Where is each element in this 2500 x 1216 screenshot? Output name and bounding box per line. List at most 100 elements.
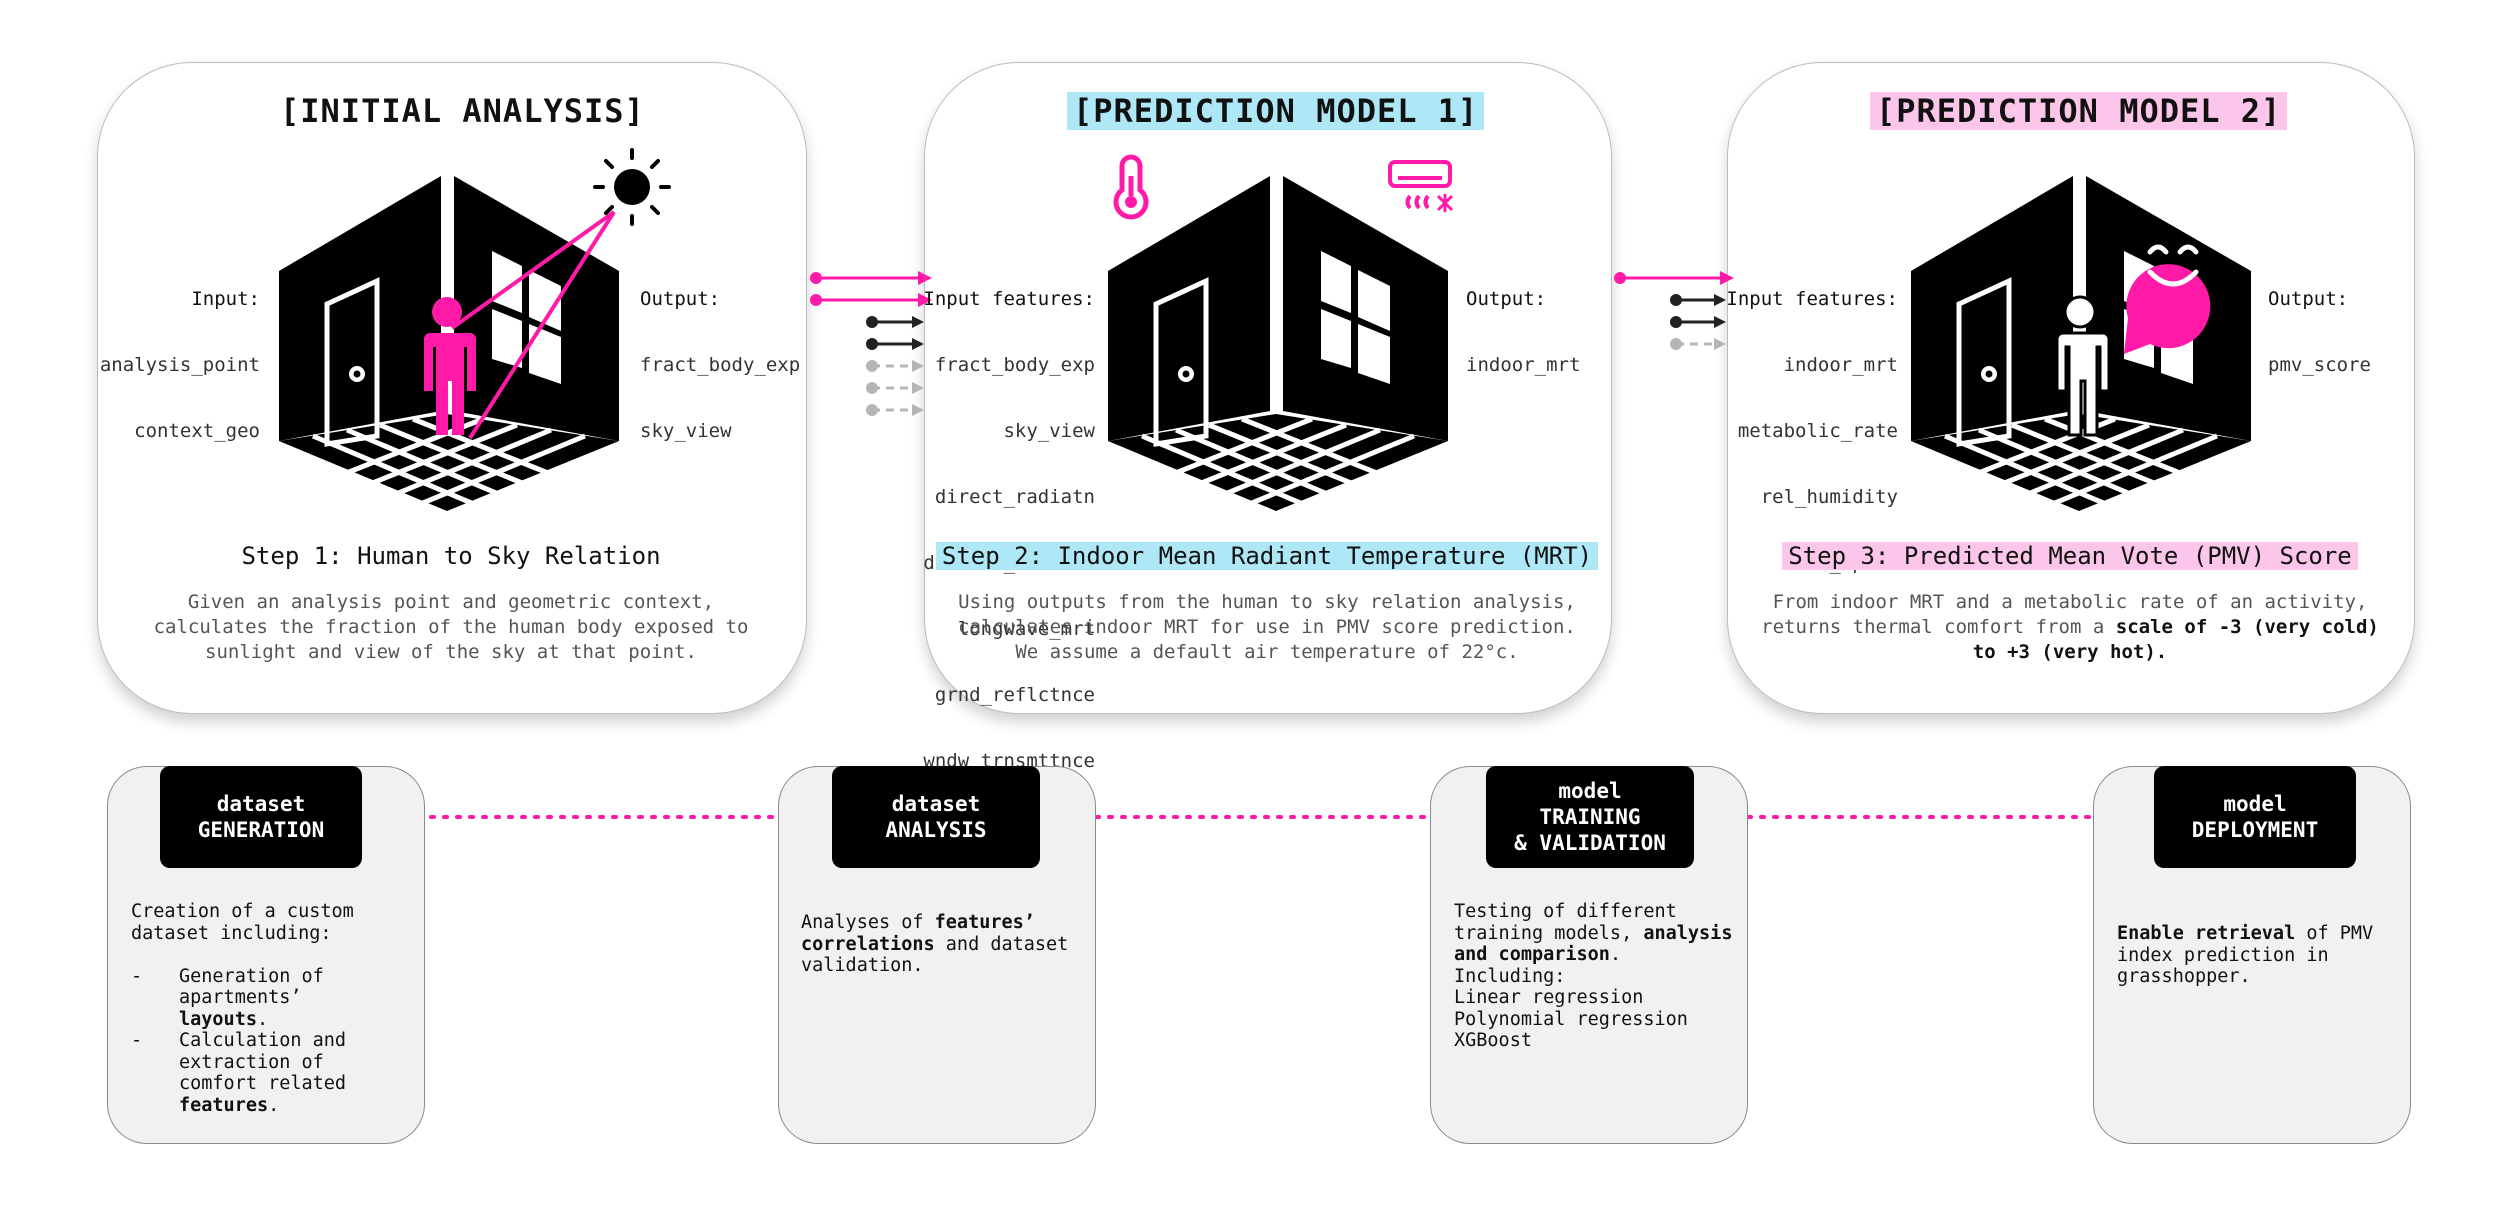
- step-description: Using outputs from the human to sky rela…: [958, 591, 1576, 663]
- output-list: Output: fract_body_exp sky_view: [640, 244, 800, 464]
- badge-line: model: [1558, 779, 1622, 803]
- pipeline-badge-training: model TRAINING & VALIDATION: [1486, 766, 1694, 868]
- arrow-wndw-trnsmttnce: [866, 404, 924, 416]
- arrow-indoor-mrt: [1614, 271, 1734, 285]
- input-item: context_geo: [134, 420, 260, 442]
- arrow-fract-body-exp: [810, 271, 932, 285]
- model-item: Linear regression: [1454, 987, 1644, 1008]
- card-title-prediction-model-2: [PREDICTION MODEL 2]: [1870, 92, 2288, 130]
- step-description: Given an analysis point and geometric co…: [153, 591, 749, 663]
- title-highlight: [PREDICTION MODEL 1]: [1067, 92, 1485, 130]
- bullet-text: Generation of apartments’: [179, 965, 324, 1009]
- pipeline-text: Analyses of: [801, 912, 935, 933]
- card-title-prediction-model-1: [PREDICTION MODEL 1]: [1067, 92, 1485, 130]
- pipeline-text-analysis: Analyses of features’ correlations and d…: [801, 912, 1076, 977]
- smiley-speech-bubble-icon: [2124, 244, 2211, 354]
- input-item: longwave_mrt: [957, 618, 1095, 640]
- bullet-item: - Generation of apartments’ layouts.: [131, 966, 401, 1031]
- model-item: Polynomial regression: [1454, 1008, 1688, 1030]
- pipeline-bold: Enable retrieval: [2117, 923, 2296, 944]
- step-highlight: Step 3: Predicted Mean Vote (PMV) Score: [1782, 542, 2358, 570]
- pipeline-bold: features’ correlations: [801, 912, 1035, 955]
- arrow-diffuse-radiatn: [866, 338, 924, 350]
- badge-line: & VALIDATION: [1514, 831, 1666, 855]
- pipeline-text: Testing of different training models,: [1454, 901, 1677, 944]
- output-item: indoor_mrt: [1466, 354, 1581, 376]
- input-item: analysis_point: [99, 354, 260, 376]
- input-item: direct_radiatn: [934, 486, 1095, 508]
- input-label: Input features:: [923, 288, 1095, 310]
- step-title: Step 3: Predicted Mean Vote (PMV) Score: [1737, 542, 2403, 570]
- input-item: rel_humidity: [1760, 486, 1898, 508]
- room-icon: [1108, 176, 1448, 511]
- badge-line: DEPLOYMENT: [2191, 818, 2319, 842]
- bullet-dash: -: [131, 965, 143, 987]
- output-item: pmv_score: [2268, 354, 2371, 376]
- person-icon: [424, 297, 476, 435]
- badge-line: GENERATION: [197, 818, 325, 842]
- title-highlight: [PREDICTION MODEL 2]: [1870, 92, 2288, 130]
- badge-line: dataset: [891, 792, 981, 816]
- pipeline-connector: [364, 808, 834, 826]
- output-list: Output: pmv_score: [2268, 244, 2371, 398]
- pipeline-text-training: Testing of different training models, an…: [1454, 901, 1734, 1052]
- model-item: XGBoost: [1454, 1030, 1532, 1051]
- pipeline-intro: Creation of a custom dataset including:: [131, 901, 354, 944]
- input-list: Input features: fract_body_exp sky_view …: [880, 244, 1095, 794]
- bullet-item: - Calculation and extraction of comfort …: [131, 1030, 401, 1116]
- person-icon: [2055, 295, 2111, 437]
- input-item: sky_view: [1003, 420, 1095, 442]
- pipeline-badge-deployment: model DEPLOYMENT: [2154, 766, 2356, 868]
- pipeline-text: of PMV index prediction in grasshopper.: [2117, 923, 2374, 987]
- input-item: metabolic_rate: [1737, 420, 1898, 442]
- badge-line: dataset: [216, 792, 306, 816]
- input-item: fract_body_exp: [934, 354, 1095, 376]
- arrow-air-speed: [1670, 338, 1726, 350]
- badge-line: ANALYSIS: [885, 818, 987, 842]
- input-list: Input: analysis_point context_geo: [60, 244, 260, 464]
- arrow-grnd-reflctnce: [866, 382, 924, 394]
- badge-line: TRAINING: [1539, 805, 1641, 829]
- input-item: indoor_mrt: [1783, 354, 1898, 376]
- description-text: From indoor MRT and a metabolic rate of …: [1761, 591, 2368, 638]
- arrow-rel-humidity: [1670, 316, 1726, 328]
- arrow-direct-radiatn: [866, 316, 924, 328]
- sun-ray-line: [468, 210, 616, 440]
- arrow-longwave-mrt: [866, 360, 924, 372]
- step-title: Step 2: Indoor Mean Radiant Temperature …: [934, 542, 1600, 570]
- pipeline-text: .: [1609, 944, 1622, 965]
- pipeline-bold: analysis and comparison: [1454, 922, 1733, 966]
- output-label: Output:: [640, 288, 721, 310]
- output-list: Output: indoor_mrt: [1466, 244, 1580, 398]
- bullet-bold: layouts: [179, 1008, 257, 1030]
- arrow-sky-view: [810, 293, 932, 307]
- pipeline-text-deployment: Enable retrieval of PMV index prediction…: [2117, 923, 2385, 988]
- step-highlight: Step 2: Indoor Mean Radiant Temperature …: [935, 542, 1599, 570]
- pipeline-connector: [1042, 808, 1486, 826]
- including-label: Including:: [1454, 965, 1566, 987]
- air-conditioner-icon: [1388, 160, 1454, 212]
- pipeline-connector: [1694, 808, 2152, 826]
- bullet-end: .: [268, 1094, 280, 1116]
- step-title: Step 1: Human to Sky Relation: [241, 542, 661, 570]
- input-item: grnd_reflctnce: [934, 684, 1095, 706]
- bullet-text: Calculation and extraction of comfort re…: [179, 1030, 347, 1094]
- output-label: Output:: [2268, 288, 2349, 310]
- sun-icon: [593, 148, 671, 226]
- pipeline-badge-analysis: dataset ANALYSIS: [832, 766, 1040, 868]
- bullet-dash: -: [131, 1030, 143, 1051]
- thermometer-icon: [1113, 154, 1149, 220]
- output-item: sky_view: [640, 420, 732, 442]
- pipeline-text: and dataset validation.: [801, 933, 1069, 977]
- output-item: fract_body_exp: [640, 354, 801, 376]
- arrow-metabolic-rate: [1670, 294, 1726, 306]
- bullet-end: .: [256, 1008, 269, 1030]
- step-description: From indoor MRT and a metabolic rate of …: [1755, 590, 2385, 665]
- bullet-bold: features: [179, 1094, 269, 1116]
- card-title-initial-analysis: [INITIAL ANALYSIS]: [280, 92, 645, 130]
- badge-line: model: [2223, 792, 2287, 816]
- pipeline-badge-generation: dataset GENERATION: [160, 766, 362, 868]
- description-bold: scale of -3 (very cold) to +3 (very hot)…: [1972, 616, 2379, 663]
- sun-ray-line: [450, 210, 616, 330]
